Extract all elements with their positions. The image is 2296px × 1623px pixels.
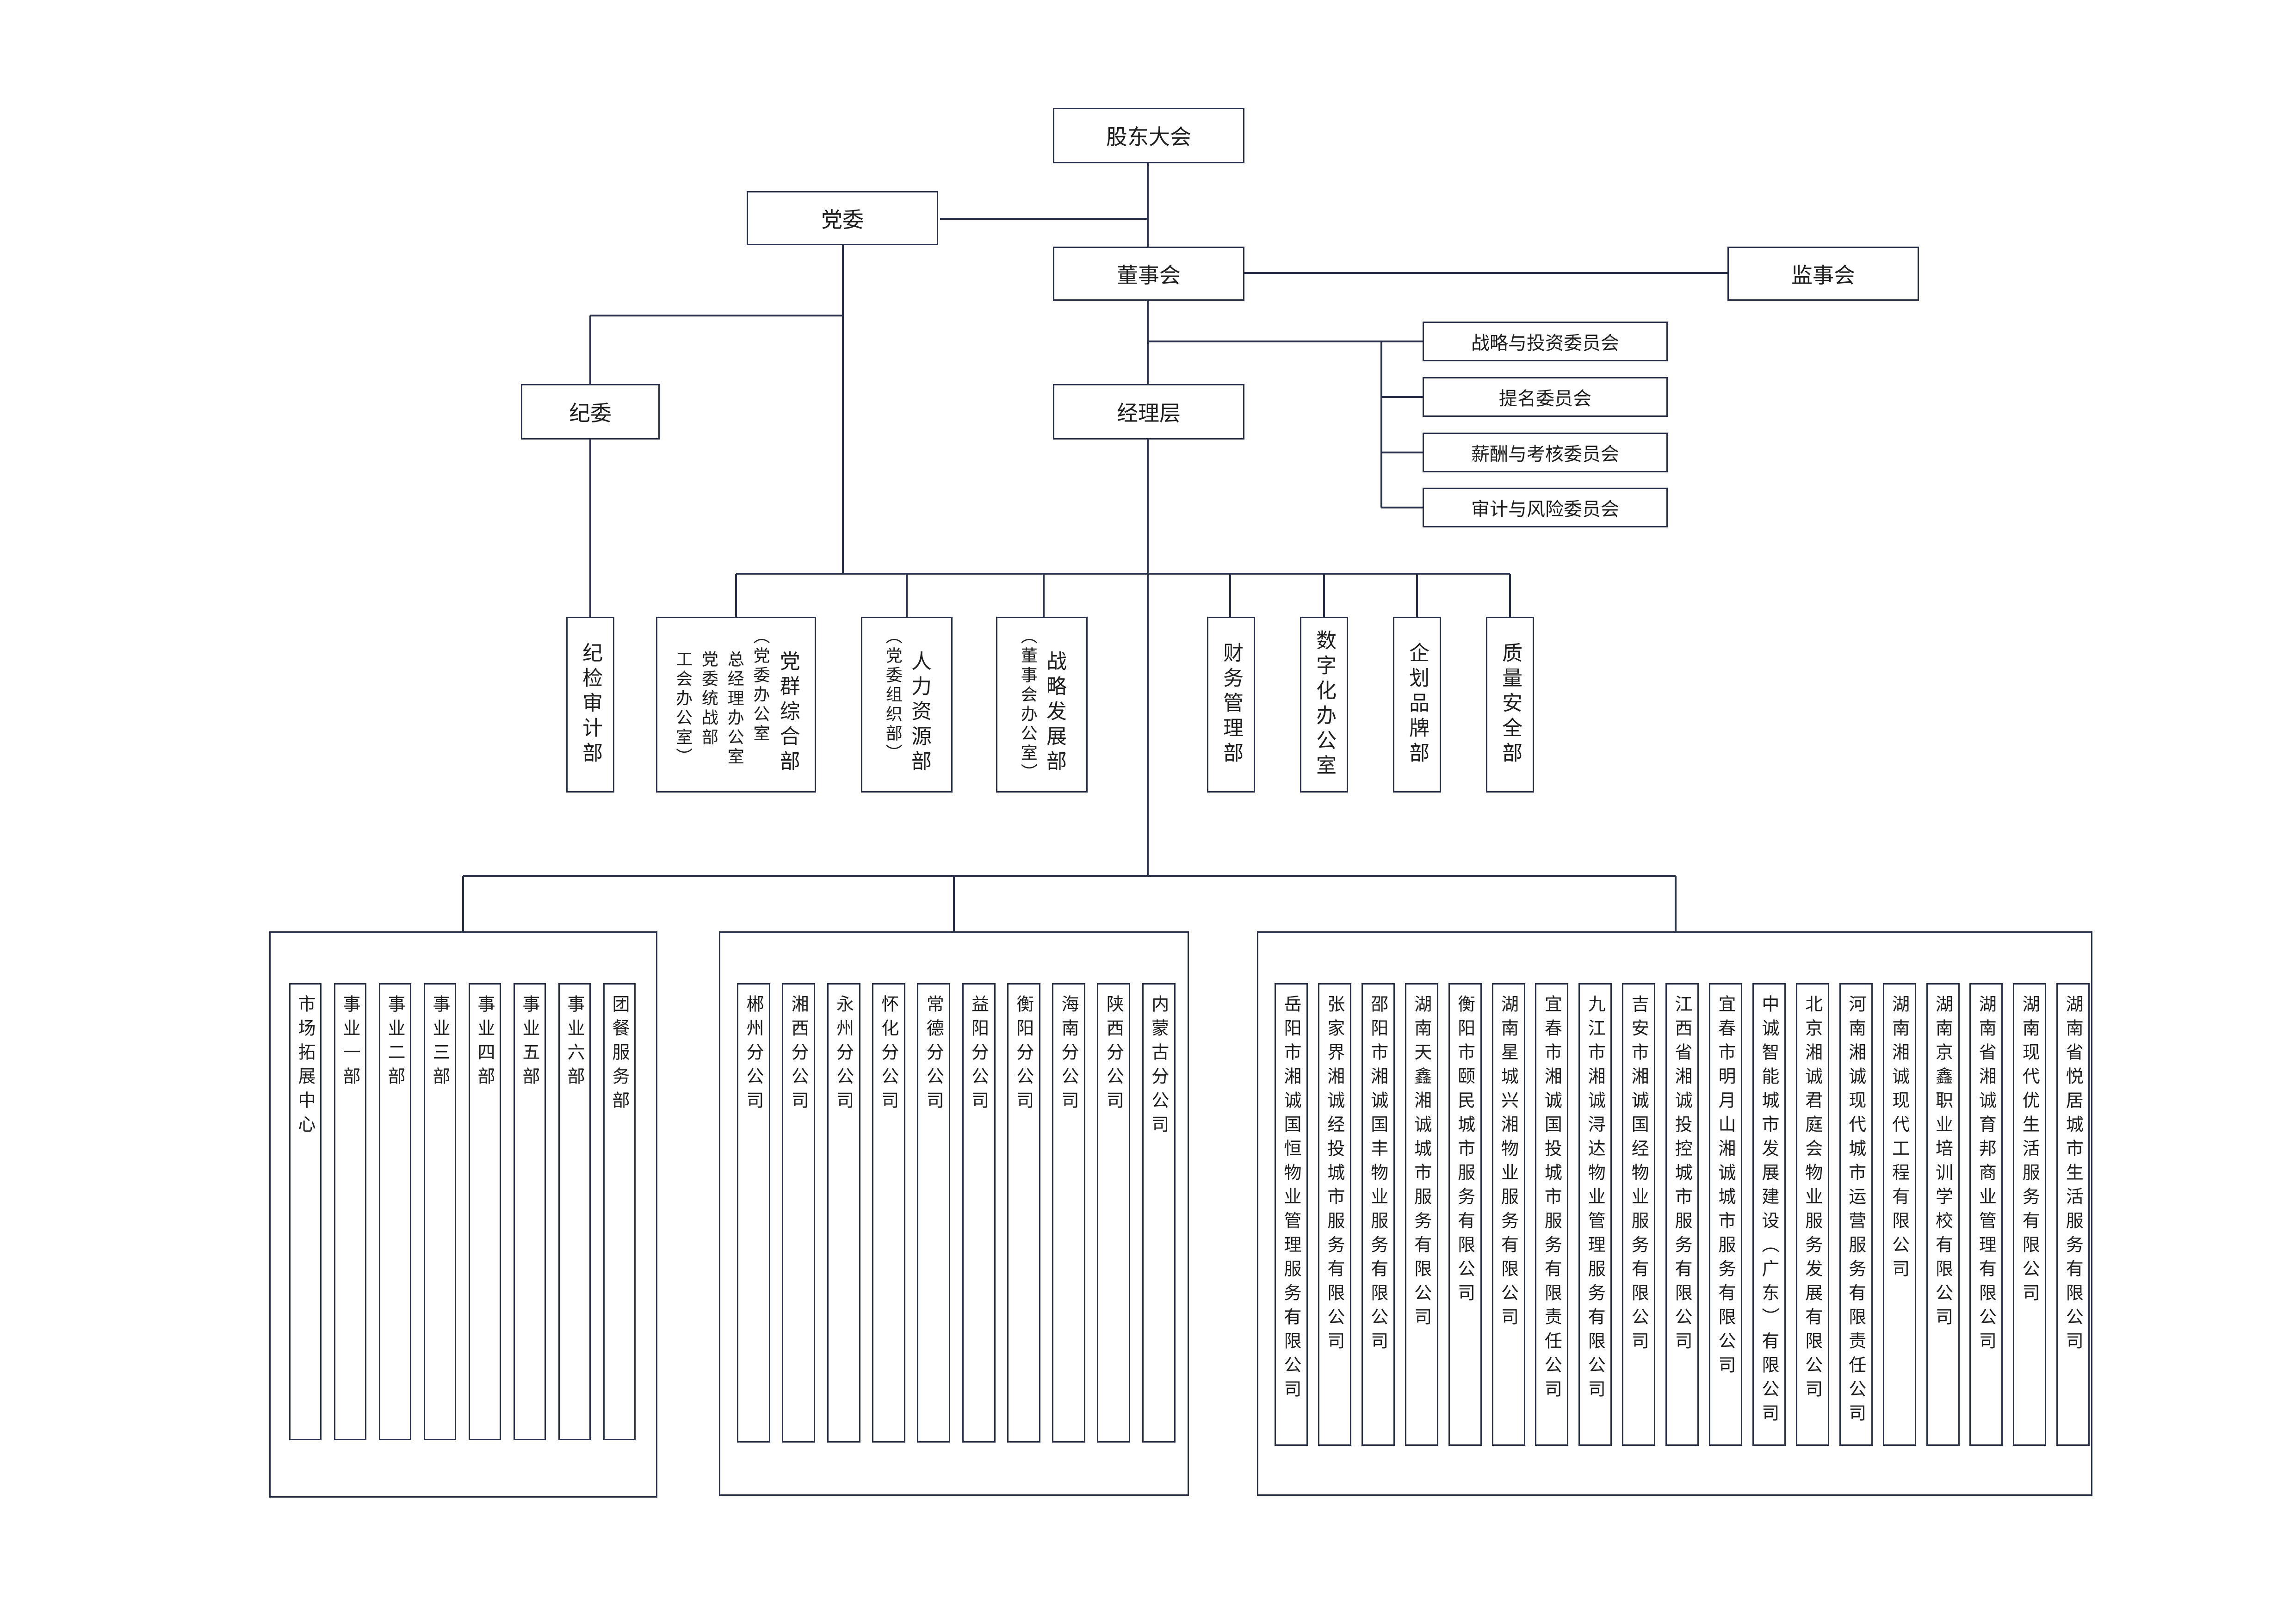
subsidiary-11: 宜春市明月山湘诚城市服务有限公司 [1709,983,1742,1446]
branch-label: 海南分公司 [1058,995,1079,1115]
management-team: 经理层 [1053,384,1244,440]
business-unit-label: 事业二部 [385,995,405,1091]
branch-2: 湘西分公司 [782,983,816,1443]
subsidiary-label: 湖南星城兴湘物业服务有限公司 [1498,995,1519,1332]
dept-strategy-development: 战略发展部 （董事会办公室） [996,617,1088,793]
business-unit-1: 市场拓展中心 [289,983,322,1440]
branch-9: 陕西分公司 [1097,983,1131,1443]
subsidiary-8: 九江市湘诚浔达物业管理服务有限公司 [1578,983,1612,1446]
subsidiary-7: 宜春市湘诚国投城市服务有限责任公司 [1535,983,1569,1446]
subsidiary-label: 邵阳市湘诚国丰物业服务有限公司 [1368,995,1388,1356]
branch-label: 郴州分公司 [743,995,764,1115]
subsidiary-14: 河南湘诚现代城市运营服务有限责任公司 [1839,983,1873,1446]
branch-1: 郴州分公司 [737,983,770,1443]
subsidiary-9: 吉安市湘诚国经物业服务有限公司 [1622,983,1656,1446]
branch-label: 内蒙古分公司 [1148,995,1169,1139]
dept-brand-planning: 企划品牌部 [1393,617,1441,793]
subsidiary-1: 岳阳市湘诚国恒物业管理服务有限公司 [1275,983,1308,1446]
dept-digital-office: 数字化办公室 [1300,617,1348,793]
subsidiary-17: 湖南省湘诚育邦商业管理有限公司 [1969,983,2003,1446]
business-unit-5: 事业四部 [469,983,501,1440]
business-unit-label: 事业四部 [475,995,495,1091]
subsidiary-19: 湖南省悦居城市生活服务有限公司 [2056,983,2090,1446]
business-unit-label: 事业五部 [520,995,540,1091]
subsidiary-12: 中诚智能城市发展建设（广东）有限公司 [1752,983,1786,1446]
subsidiary-2: 张家界湘诚经投城市服务有限公司 [1318,983,1351,1446]
subsidiary-label: 江西省湘诚投控城市服务有限公司 [1672,995,1693,1356]
subsidiary-label: 岳阳市湘诚国恒物业管理服务有限公司 [1281,995,1301,1404]
subsidiary-15: 湖南湘诚现代工程有限公司 [1882,983,1916,1446]
branch-label: 永州分公司 [833,995,854,1115]
subsidiary-10: 江西省湘诚投控城市服务有限公司 [1665,983,1699,1446]
business-unit-label: 事业一部 [340,995,360,1091]
subsidiary-6: 湖南星城兴湘物业服务有限公司 [1491,983,1525,1446]
branches-group [719,931,1189,1496]
subsidiary-label: 宜春市明月山湘诚城市服务有限公司 [1715,995,1736,1380]
branch-5: 常德分公司 [917,983,951,1443]
business-unit-label: 事业三部 [430,995,450,1091]
subsidiary-label: 张家界湘诚经投城市服务有限公司 [1324,995,1345,1356]
branch-7: 衡阳分公司 [1007,983,1040,1443]
committee-strategy-investment: 战略与投资委员会 [1423,322,1668,361]
board-of-supervisors: 监事会 [1727,247,1919,301]
subsidiary-label: 湖南湘诚现代工程有限公司 [1889,995,1910,1283]
dept-discipline-audit: 纪检审计部 [566,617,614,793]
subsidiary-label: 衡阳市颐民城市服务有限公司 [1454,995,1475,1307]
board-of-directors: 董事会 [1053,247,1244,301]
subsidiary-label: 湖南天鑫湘诚城市服务有限公司 [1411,995,1432,1332]
subsidiary-3: 邵阳市湘诚国丰物业服务有限公司 [1361,983,1395,1446]
business-unit-3: 事业二部 [379,983,411,1440]
business-unit-label: 团餐服务部 [609,995,630,1115]
subsidiary-5: 衡阳市颐民城市服务有限公司 [1448,983,1482,1446]
business-units-group [269,931,657,1498]
subsidiary-18: 湖南现代优生活服务有限公司 [2013,983,2047,1446]
business-unit-label: 事业六部 [564,995,585,1091]
subsidiary-label: 九江市湘诚浔达物业管理服务有限公司 [1585,995,1606,1404]
subsidiary-label: 宜春市湘诚国投城市服务有限责任公司 [1541,995,1562,1404]
dept-human-resources: 人力资源部 （党委组织部） [861,617,953,793]
shareholders-meeting: 股东大会 [1053,108,1244,163]
subsidiary-label: 北京湘诚君庭会物业服务发展有限公司 [1802,995,1823,1404]
subsidiary-label: 吉安市湘诚国经物业服务有限公司 [1628,995,1649,1356]
subsidiary-label: 湖南京鑫职业培训学校有限公司 [1932,995,1953,1332]
committee-audit-risk: 审计与风险委员会 [1423,488,1668,527]
branch-4: 怀化分公司 [872,983,905,1443]
dept-quality-safety: 质量安全部 [1486,617,1534,793]
business-unit-7: 事业六部 [558,983,591,1440]
branch-6: 益阳分公司 [962,983,996,1443]
subsidiary-16: 湖南京鑫职业培训学校有限公司 [1926,983,1960,1446]
business-unit-2: 事业一部 [334,983,366,1440]
branch-label: 衡阳分公司 [1013,995,1034,1115]
discipline-committee: 纪委 [521,384,660,440]
subsidiary-label: 湖南省悦居城市生活服务有限公司 [2063,995,2084,1356]
committee-remuneration: 薪酬与考核委员会 [1423,433,1668,472]
branch-10: 内蒙古分公司 [1142,983,1176,1443]
subsidiary-4: 湖南天鑫湘诚城市服务有限公司 [1405,983,1438,1446]
subsidiaries-group [1257,931,2092,1496]
subsidiary-13: 北京湘诚君庭会物业服务发展有限公司 [1795,983,1829,1446]
dept-finance: 财务管理部 [1207,617,1255,793]
subsidiary-label: 湖南现代优生活服务有限公司 [2019,995,2040,1307]
business-unit-8: 团餐服务部 [603,983,636,1440]
branch-label: 常德分公司 [923,995,944,1115]
committee-nomination: 提名委员会 [1423,377,1668,417]
branch-3: 永州分公司 [827,983,860,1443]
branch-label: 益阳分公司 [968,995,989,1115]
branch-label: 怀化分公司 [878,995,899,1115]
subsidiary-label: 中诚智能城市发展建设（广东）有限公司 [1758,995,1779,1428]
business-unit-label: 市场拓展中心 [295,995,316,1139]
dept-party-general: 党群综合部 （党委办公室 总经理办公室 党委统战部 工会办公室） [656,617,816,793]
subsidiary-label: 湖南省湘诚育邦商业管理有限公司 [1976,995,1997,1356]
branch-label: 陕西分公司 [1103,995,1124,1115]
branch-8: 海南分公司 [1052,983,1086,1443]
business-unit-4: 事业三部 [424,983,456,1440]
subsidiary-label: 河南湘诚现代城市运营服务有限责任公司 [1845,995,1866,1428]
branch-label: 湘西分公司 [788,995,809,1115]
party-committee: 党委 [747,191,938,245]
business-unit-6: 事业五部 [514,983,546,1440]
